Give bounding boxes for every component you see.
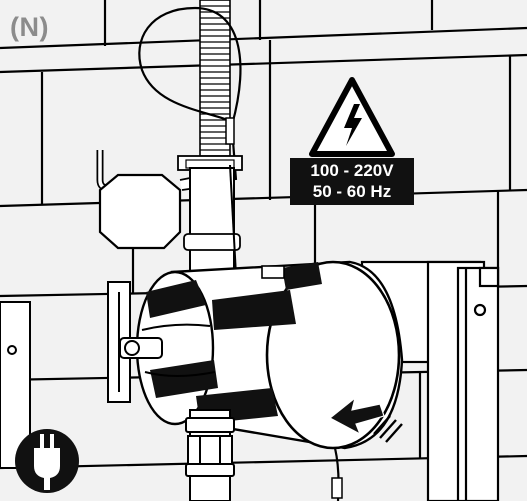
- pipe-fitting: [119, 337, 163, 359]
- high-voltage-warning-icon: [309, 77, 395, 157]
- junction-box: [98, 173, 182, 250]
- power-plug-icon: [15, 429, 79, 493]
- heater-cylinder: [135, 260, 404, 450]
- sensor-cable-loop: [138, 6, 242, 126]
- voltage-text: 100 - 220V: [310, 161, 394, 180]
- lower-pipe: [185, 409, 235, 501]
- figure-label: (N): [10, 12, 49, 42]
- left-rail: [0, 281, 131, 469]
- voltage-rating-label: 100 - 220V 50 - 60 Hz: [290, 158, 414, 205]
- riser-pipe: [189, 167, 235, 279]
- right-frame: [360, 260, 500, 501]
- frequency-text: 50 - 60 Hz: [312, 182, 392, 201]
- insert-arrow-icon: [328, 396, 403, 443]
